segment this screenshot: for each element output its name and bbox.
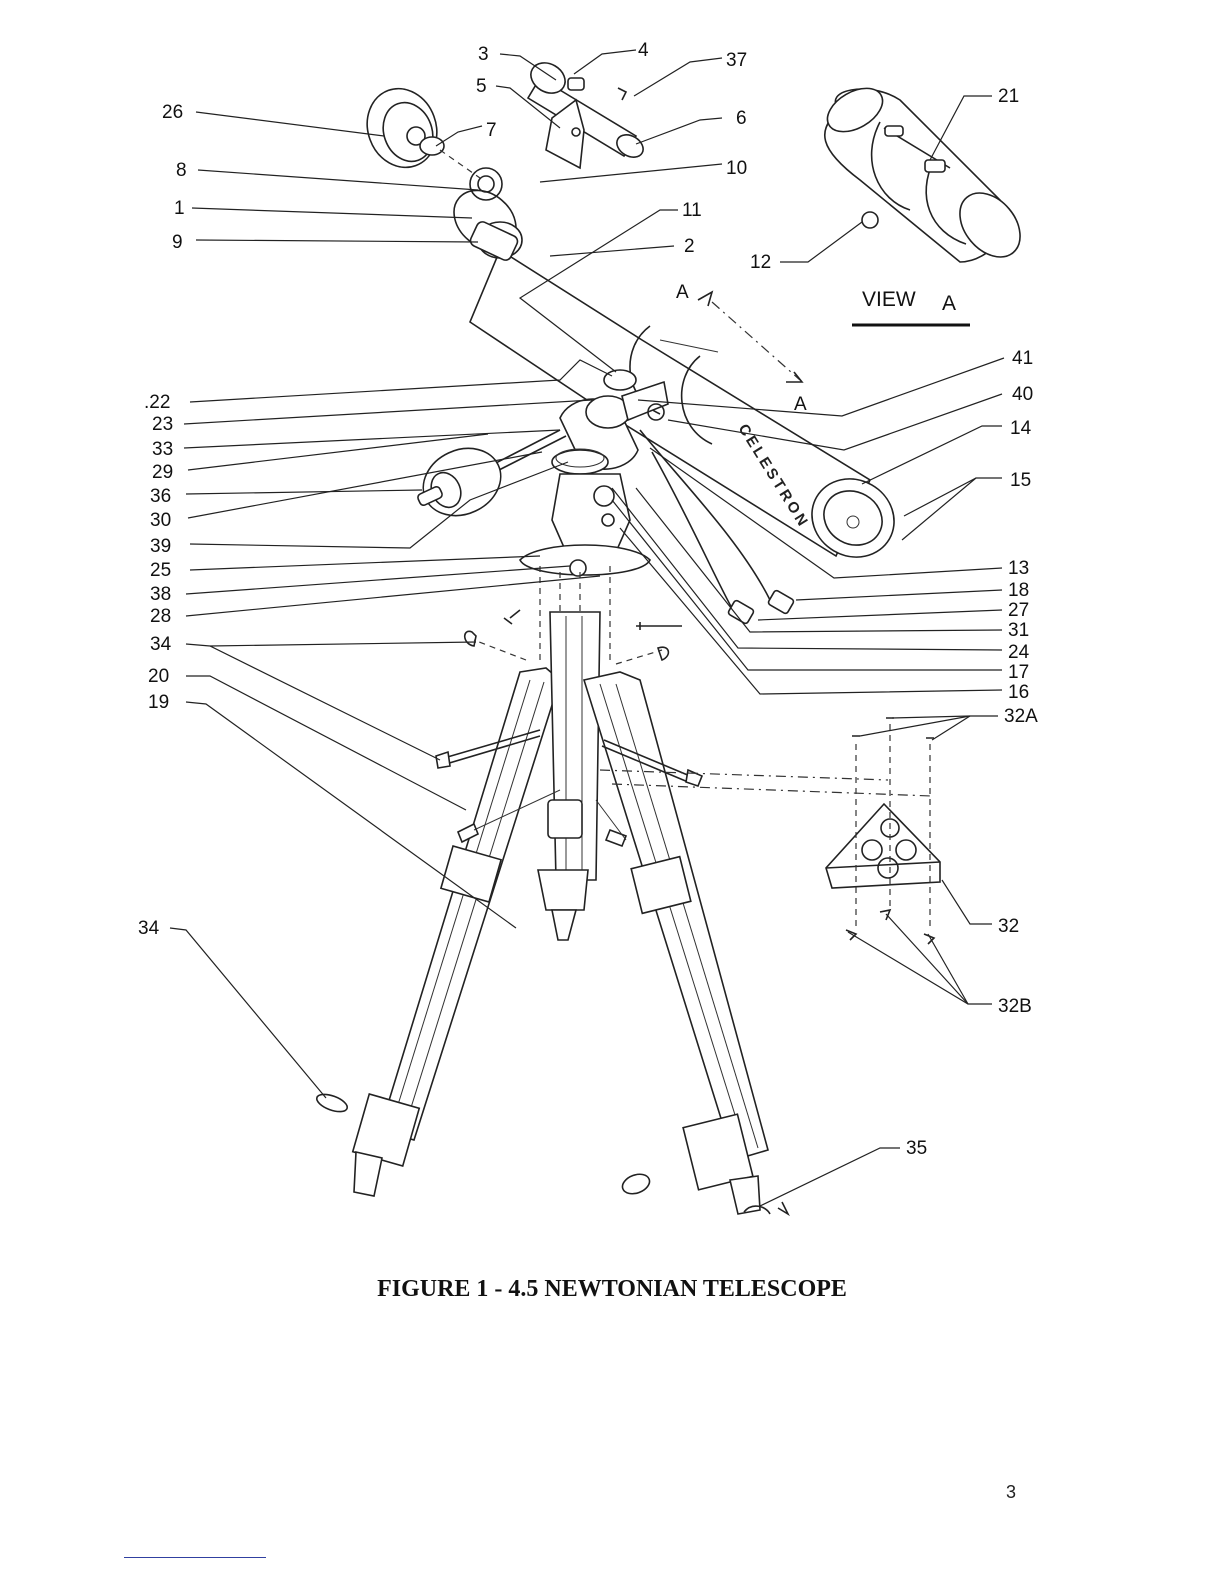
part-label-11: 11 <box>682 200 702 221</box>
part-label-1: 1 <box>174 198 185 219</box>
part-label-26: 26 <box>162 102 183 123</box>
tripod-drawing <box>315 612 932 1214</box>
view-a-inset-drawing <box>820 79 1032 325</box>
dust-cap-drawing <box>356 79 480 178</box>
part-label-2: 2 <box>684 236 695 257</box>
optical-tube-drawing: CELESTRON <box>442 168 908 572</box>
part-label-15: 15 <box>1010 470 1031 491</box>
part-label-20: 20 <box>148 666 169 687</box>
part-label-23: 23 <box>152 414 173 435</box>
part-label-7: 7 <box>486 120 497 141</box>
section-marker-bottom: A <box>794 394 807 415</box>
part-label-4: 4 <box>638 40 649 61</box>
part-label-13: 13 <box>1008 558 1029 579</box>
part-label-41: 41 <box>1012 348 1033 369</box>
part-label-35: 35 <box>906 1138 927 1159</box>
part-label-29: 29 <box>152 462 173 483</box>
part-label-25: 25 <box>150 560 171 581</box>
part-label-34-upper: 34 <box>150 634 172 655</box>
part-label-24: 24 <box>1008 642 1030 663</box>
part-label-30: 30 <box>150 510 171 531</box>
part-label-18: 18 <box>1008 580 1029 601</box>
part-label-3: 3 <box>478 44 489 65</box>
part-label-36: 36 <box>150 486 171 507</box>
part-label-14: 14 <box>1010 418 1032 439</box>
footnote-rule <box>124 1557 266 1558</box>
part-label-19: 19 <box>148 692 169 713</box>
figure-caption: FIGURE 1 - 4.5 NEWTONIAN TELESCOPE <box>0 1276 1224 1303</box>
part-label-16: 16 <box>1008 682 1029 703</box>
part-label-32A: 32A <box>1004 706 1038 727</box>
part-label-9: 9 <box>172 232 183 253</box>
part-label-8: 8 <box>176 160 187 181</box>
part-label-21: 21 <box>998 86 1019 107</box>
part-label-27: 27 <box>1008 600 1029 621</box>
part-label-6: 6 <box>736 108 747 129</box>
part-label-10: 10 <box>726 158 747 179</box>
part-label-39: 39 <box>150 536 171 557</box>
part-label-37: 37 <box>726 50 747 71</box>
part-label-22: .22 <box>144 392 170 413</box>
section-marker-top: A <box>676 282 689 303</box>
section-a-markers <box>698 292 802 382</box>
part-label-34-lower: 34 <box>138 918 160 939</box>
finderscope-drawing <box>525 57 647 168</box>
part-label-17: 17 <box>1008 662 1029 683</box>
part-label-38: 38 <box>150 584 171 605</box>
accessory-tray-drawing <box>826 718 940 944</box>
part-label-32B: 32B <box>998 996 1032 1017</box>
part-label-31: 31 <box>1008 620 1029 641</box>
view-a-label: VIEW <box>862 288 916 311</box>
part-label-32: 32 <box>998 916 1019 937</box>
part-label-12: 12 <box>750 252 771 273</box>
part-label-40: 40 <box>1012 384 1033 405</box>
part-label-33: 33 <box>152 439 173 460</box>
part-label-5: 5 <box>476 76 487 97</box>
page-number: 3 <box>1006 1482 1016 1503</box>
part-label-28: 28 <box>150 606 171 627</box>
view-a-letter: A <box>942 292 956 315</box>
